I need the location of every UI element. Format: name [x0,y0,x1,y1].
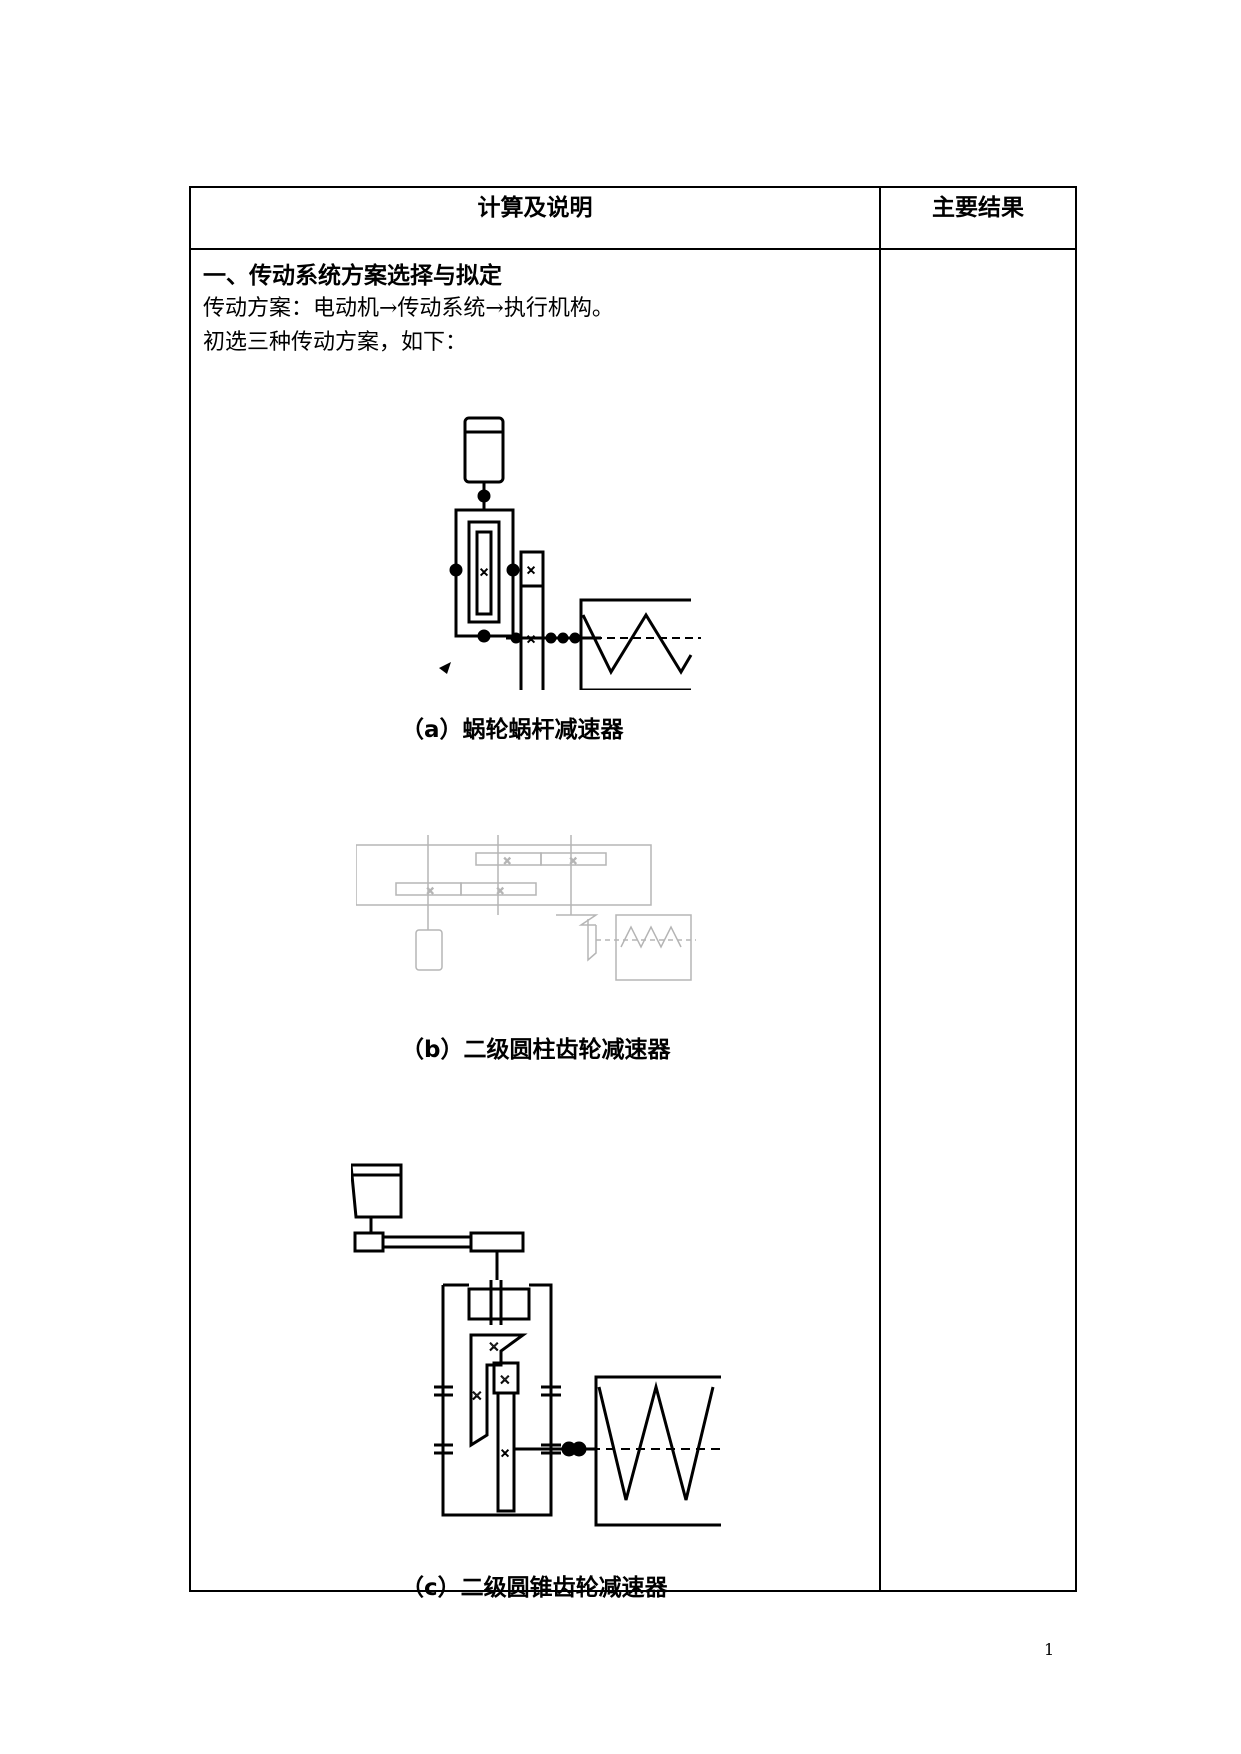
bevel-gear-diagram: × × × × [351,1163,721,1527]
main-results-cell [879,248,1077,1592]
header-calc-description: 计算及说明 [189,186,881,250]
svg-text:×: × [471,1388,483,1404]
calc-table: 计算及说明 主要结果 一、传动系统方案选择与拟定 传动方案：电动机→传动系统→执… [189,186,1077,1601]
scheme-line: 传动方案：电动机→传动系统→执行机构。 [203,296,614,321]
figure-a-caption: （a）蜗轮蜗杆减速器 [401,717,624,743]
svg-text:×: × [526,563,536,577]
svg-text:×: × [479,565,489,579]
svg-text:×: × [488,1339,500,1355]
calc-description-cell: 一、传动系统方案选择与拟定 传动方案：电动机→传动系统→执行机构。 初选三种传动… [189,248,881,1601]
figure-b-caption: （b）二级圆柱齿轮减速器 [401,1037,671,1063]
svg-text:×: × [569,856,577,867]
svg-text:×: × [503,856,511,867]
cylindrical-gear-diagram: × × × × [356,835,696,981]
page-number: 1 [1044,1640,1055,1659]
svg-text:×: × [500,1446,510,1460]
figure-c-caption: （c）二级圆锥齿轮减速器 [401,1575,668,1601]
worm-gear-diagram: × × × [439,416,701,690]
svg-text:×: × [426,886,434,897]
svg-text:×: × [496,886,504,897]
header-main-results: 主要结果 [879,186,1077,250]
section-title: 一、传动系统方案选择与拟定 [203,263,502,289]
svg-text:×: × [499,1372,511,1388]
scheme-intro-line: 初选三种传动方案，如下： [203,330,468,355]
